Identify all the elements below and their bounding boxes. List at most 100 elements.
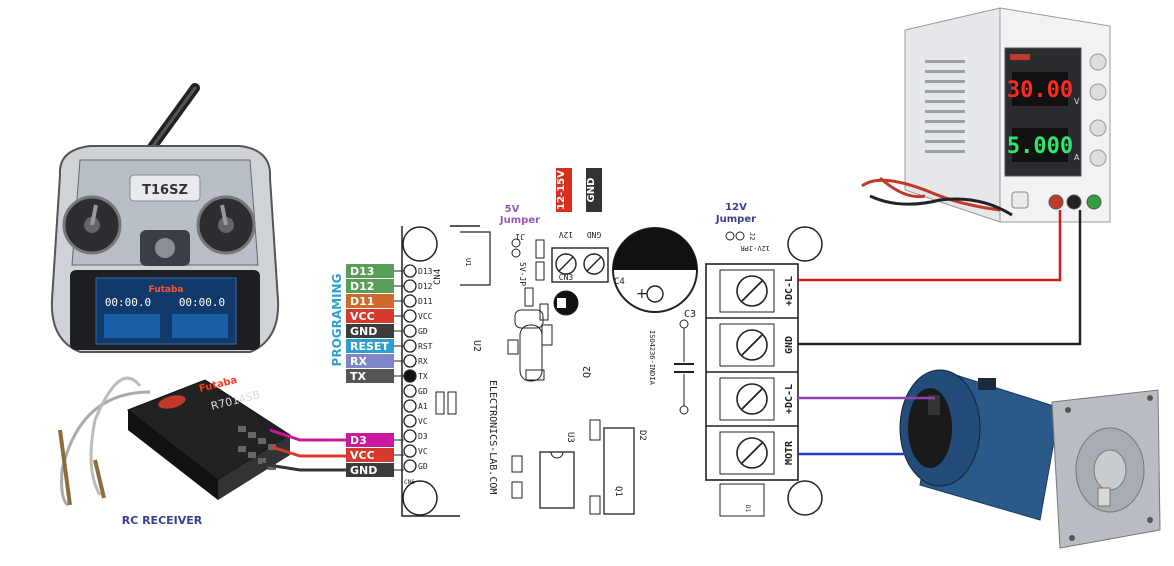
cn4-pin bbox=[403, 324, 417, 338]
motor-terminal-block: +DC-L GND +DC-L MOTR bbox=[706, 269, 798, 475]
radio-timer-right: 00:00.0 bbox=[179, 296, 225, 309]
dc-motor bbox=[899, 369, 1161, 549]
prog-pin-d13: D13 bbox=[350, 265, 374, 278]
tag-12-15v: 12-15V bbox=[556, 170, 567, 210]
prog-pin-tx: TX bbox=[350, 370, 367, 383]
lower-header-pin bbox=[403, 384, 417, 398]
c4-plus: + bbox=[636, 286, 648, 302]
terminal-screw-slot bbox=[741, 280, 763, 302]
terminal-label: +DC-L bbox=[784, 384, 795, 414]
pcb-part-no: ISO4236-INDIA bbox=[648, 330, 656, 386]
pcb-website: ELECTRONICS-LAB.COM bbox=[487, 380, 498, 494]
jumper-5v-title: 5V bbox=[505, 204, 520, 215]
c3-label: C3 bbox=[684, 309, 696, 320]
prog-pin-rx-bg bbox=[346, 354, 394, 368]
cn3-label: CN3 bbox=[559, 273, 574, 282]
prog-pin-gnd-bg bbox=[346, 324, 394, 338]
ps-voltage-unit: V bbox=[1074, 97, 1080, 106]
lower-header-pin-label: GD bbox=[418, 387, 428, 396]
lower-header-pin-label: GD bbox=[418, 462, 428, 471]
jp5v-label: 5V-JP bbox=[518, 262, 527, 286]
lower-header-pin bbox=[403, 399, 417, 413]
cn4-pin-label: D11 bbox=[418, 297, 433, 306]
power-wires bbox=[798, 210, 1082, 346]
d1-label: D1 bbox=[744, 505, 751, 513]
cn3-pin-12v: 12V bbox=[559, 230, 574, 239]
prog-pin-gnd: GND bbox=[350, 325, 377, 338]
rx-pin-gnd: GND bbox=[350, 464, 377, 477]
u2-label: U2 bbox=[471, 340, 482, 352]
cn4-pin-label: RST bbox=[418, 342, 433, 351]
prog-pin-d11: D11 bbox=[350, 295, 374, 308]
cn4-pin-label: VCC bbox=[418, 312, 433, 321]
cn4-pin-label: D13 bbox=[418, 267, 433, 276]
terminal-screw-slot bbox=[741, 388, 763, 410]
j2-label: J2 bbox=[748, 232, 756, 240]
prog-pin-d11-bg bbox=[346, 294, 394, 308]
radio-model: T16SZ bbox=[142, 183, 188, 198]
lower-header-pin bbox=[403, 429, 417, 443]
jp12v-label: 12V-JPR bbox=[740, 244, 770, 252]
lower-header-pin bbox=[403, 444, 417, 458]
cn4-pin bbox=[403, 264, 417, 278]
jumper-12v-subtitle: Jumper bbox=[715, 214, 756, 225]
prog-pin-rx: RX bbox=[350, 355, 367, 368]
u1-label: U1 bbox=[464, 258, 472, 266]
tag-gnd: GND bbox=[586, 178, 597, 203]
lower-header-pin-label: VC bbox=[418, 417, 428, 426]
lower-header-pin-label: VC bbox=[418, 447, 428, 456]
q1-label: Q1 bbox=[613, 486, 623, 497]
q2-label: Q2 bbox=[582, 366, 593, 378]
cn4-pin bbox=[403, 354, 417, 368]
cn4-pin bbox=[403, 369, 417, 383]
cn4-pin bbox=[403, 279, 417, 293]
cn4-label: CN4 bbox=[433, 269, 443, 285]
cn4-pin bbox=[403, 309, 417, 323]
terminal-cell bbox=[719, 269, 775, 313]
rx-pin-gnd-bg bbox=[346, 463, 394, 477]
c4-label: C4 bbox=[614, 277, 625, 287]
ps-current-unit: A bbox=[1074, 153, 1080, 162]
rx-pin-d3-bg bbox=[346, 433, 394, 447]
prog-pin-vcc: VCC bbox=[350, 310, 375, 323]
radio-timer-left: 00:00.0 bbox=[105, 296, 151, 309]
prog-pin-d12: D12 bbox=[350, 280, 374, 293]
rx-pin-vcc-bg bbox=[346, 448, 394, 462]
lower-header-pin bbox=[403, 414, 417, 428]
ps-current: 5.000 bbox=[1007, 134, 1073, 159]
prog-pin-reset-bg bbox=[346, 339, 394, 353]
cn4-pin-label: D12 bbox=[418, 282, 433, 291]
cn4-pin-label: TX bbox=[418, 372, 428, 381]
terminal-label: MOTR bbox=[784, 440, 795, 465]
receiver-wires bbox=[261, 428, 346, 472]
prog-pin-d12-bg bbox=[346, 279, 394, 293]
power-supply: 30.00 V 5.000 A bbox=[861, 7, 1111, 223]
rc-receiver-label: RC RECEIVER bbox=[122, 514, 203, 527]
prog-pin-d13-bg bbox=[346, 264, 394, 278]
terminal-screw-slot bbox=[741, 442, 763, 464]
d2-label: D2 bbox=[637, 430, 647, 441]
u3-label: U3 bbox=[565, 432, 575, 443]
cn6-label: CN6 bbox=[404, 479, 415, 486]
terminal-screw-slot bbox=[741, 334, 763, 356]
terminal-cell bbox=[719, 431, 775, 475]
cn4-pin bbox=[403, 294, 417, 308]
rx-pin-d3: D3 bbox=[350, 434, 367, 447]
cn4-pin bbox=[403, 339, 417, 353]
motor-wires bbox=[798, 396, 935, 456]
prog-pin-vcc-bg bbox=[346, 309, 394, 323]
terminal-label: GND bbox=[784, 336, 795, 354]
jumper-5v-subtitle: Jumper bbox=[499, 215, 540, 226]
cn4-pin-label: GD bbox=[418, 327, 428, 336]
lower-header-pin bbox=[403, 459, 417, 473]
prog-pin-tx-bg bbox=[346, 369, 394, 383]
terminal-label: +DC-L bbox=[784, 276, 795, 306]
terminal-cell bbox=[719, 323, 775, 367]
